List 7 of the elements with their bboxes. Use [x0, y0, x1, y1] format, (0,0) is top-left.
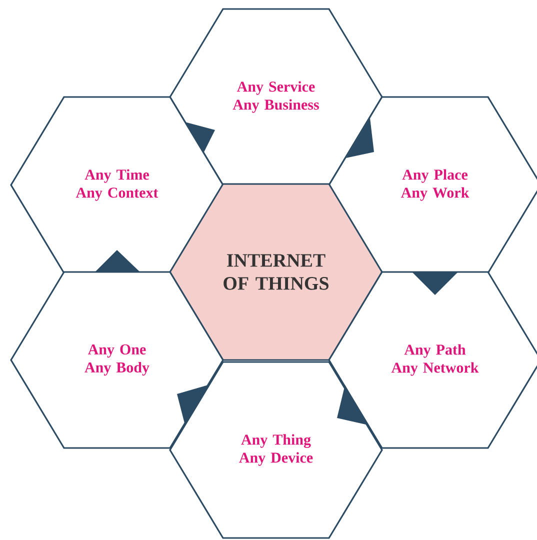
hexagon: Any Time Any Context: [10, 96, 224, 274]
hexagon: Any Path Any Network: [328, 271, 537, 449]
center-hexagon: INTERNET OF THINGS: [169, 183, 383, 361]
hexagon: Any Place Any Work: [328, 96, 537, 274]
hexagon: Any One Any Body: [10, 271, 224, 449]
hexagon: Any Thing Any Device: [169, 361, 383, 539]
hexagon: Any Service Any Business: [169, 8, 383, 186]
